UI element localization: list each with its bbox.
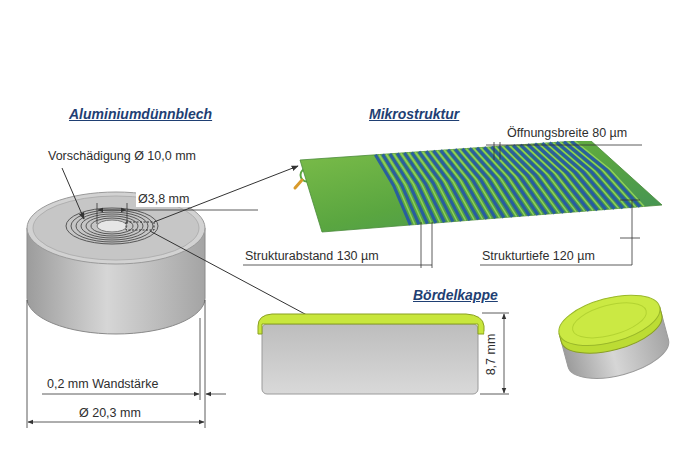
dimension-leader [127,210,258,211]
extension-line [127,203,128,224]
microstructure-surface [300,140,662,232]
dimension-label: Öffnungsbreite 80 µm [505,126,629,141]
extension-line [200,318,201,400]
leader-line [62,168,84,219]
extension-line [480,394,509,395]
dimension-label: Strukturtiefe 120 µm [480,249,597,264]
detail-arrow [150,231,318,321]
extension-line [620,238,640,239]
ridge-group [375,141,644,225]
ridge-crest [575,141,644,206]
ridge-crest [423,152,466,221]
extension-line [421,222,422,268]
cap-section-body [262,324,478,394]
extension-line [97,203,98,224]
ridge-crest [430,151,474,220]
cylinder-top [27,192,205,264]
dimension-line [98,210,126,211]
dimension-line [28,422,204,423]
section-heading: Mikrostruktur [367,106,461,123]
groove-ring [66,208,158,244]
dimension-label: Vorschädigung Ø 10,0 mm [46,149,198,164]
ridge-crest [408,153,449,222]
ridge-crest [488,147,542,214]
extension-line [482,313,509,314]
ridge-crest [386,154,423,224]
ridge-crest [415,152,457,221]
dimension-line [504,314,505,393]
dimension-label: 8,7 mm [485,331,500,377]
dimension-label: Ø 20,3 mm [77,406,143,421]
groove-ring [71,210,153,242]
ridge-crest [560,142,627,208]
dimension-leader [486,145,642,146]
cap-section-crimp [258,314,484,334]
ridge-crest [546,143,610,209]
dimension-line [206,394,226,395]
extension-line [620,200,640,201]
groove-ring [76,212,148,240]
section-heading: Bördelkappe [411,287,500,304]
extension-line [432,222,433,268]
center-area [97,220,127,232]
cap-3d [553,286,674,388]
dimension-label: 0,2 mm Wandstärke [45,377,160,392]
extension-line [205,300,206,428]
ridge-crest [495,147,551,214]
ridge-crest [401,153,440,223]
cap-3d-top [553,286,665,355]
groove-ring [81,214,143,238]
magnifier-handle [295,180,302,188]
ridge-crest [394,154,432,224]
ridge-crest [553,143,619,209]
ridge-crest [437,151,483,220]
dimension-label: Ø3,8 mm [136,192,191,207]
dimension-leader [480,265,632,266]
dimension-label: Strukturabstand 130 µm [243,249,381,264]
dimension-line [42,394,199,395]
section-heading: Aluminiumdünnblech [67,106,214,123]
dimension-line [632,200,633,265]
ridge-crest [481,148,534,216]
extension-line [27,300,28,428]
cap-3d-ring [569,296,650,345]
dimension-leader [243,265,432,266]
ridge-crest [568,142,636,208]
groove-ring [86,216,138,236]
detail-frame [126,222,154,230]
